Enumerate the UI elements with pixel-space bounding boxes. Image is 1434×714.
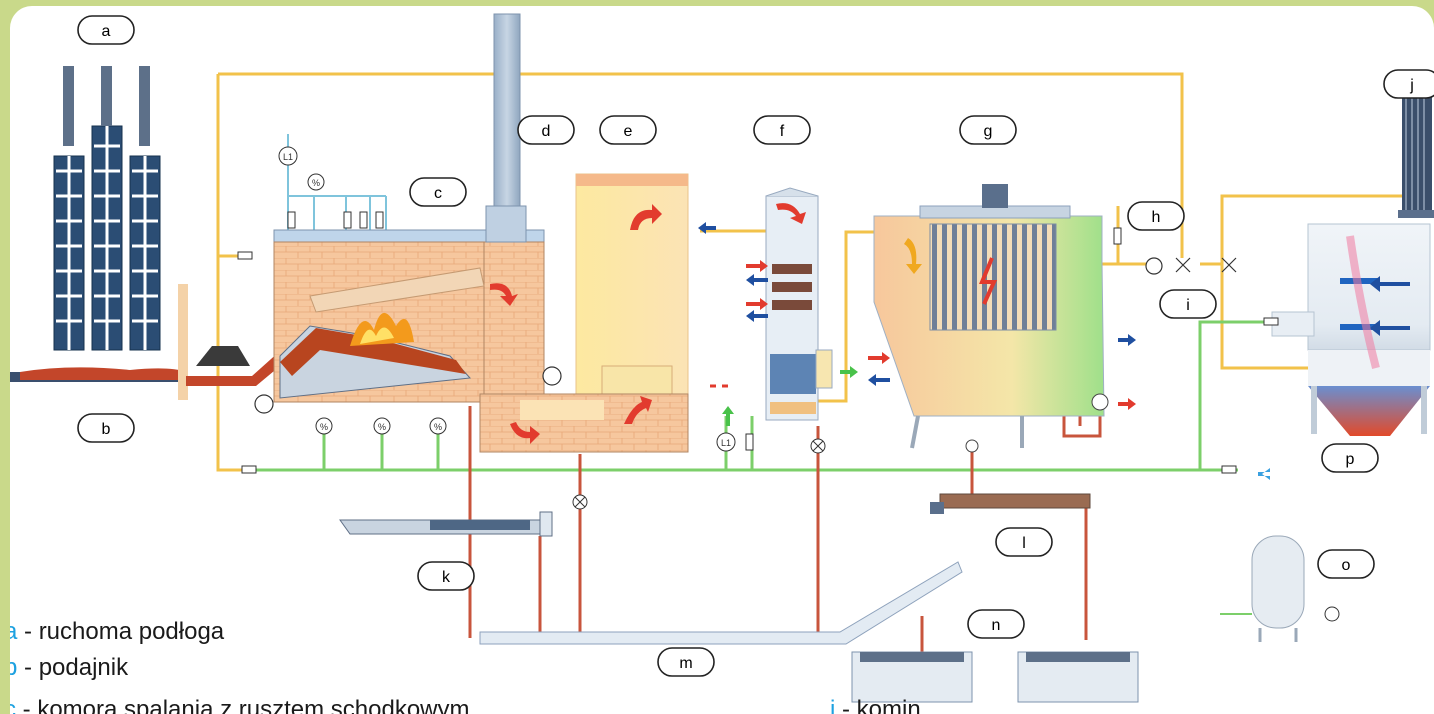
pressure-gauge-grate-2: % — [374, 418, 390, 434]
label-d: d — [518, 116, 574, 144]
label-b: b — [78, 414, 134, 442]
legend-item-a: a - ruchoma podłoga — [10, 618, 224, 646]
legend-item-b: b - podajnik — [10, 654, 128, 682]
legend-text: ruchoma podłoga — [39, 618, 224, 645]
label-f: f — [754, 116, 810, 144]
pressure-gauge-grate-3: % — [430, 418, 446, 434]
svg-text:f: f — [780, 123, 785, 140]
label-h: h — [1128, 202, 1184, 230]
pressure-gauge-grate-1: % — [316, 418, 332, 434]
legend-separator: - — [835, 696, 856, 714]
label-i: i — [1160, 290, 1216, 318]
svg-text:a: a — [102, 23, 111, 40]
svg-text:b: b — [102, 421, 111, 438]
pressure-gauge-top: % — [308, 174, 324, 190]
svg-text:n: n — [992, 617, 1001, 634]
legend-item-j: j - komin — [830, 696, 921, 714]
svg-text:k: k — [442, 569, 451, 586]
moving-floor-a — [54, 66, 160, 350]
svg-text:e: e — [624, 123, 633, 140]
svg-text:i: i — [1186, 297, 1190, 314]
legend-text: komin — [857, 696, 921, 714]
chimney-j — [1398, 96, 1434, 218]
label-p: p — [1322, 444, 1378, 472]
label-e: e — [600, 116, 656, 144]
svg-text:l: l — [1022, 535, 1026, 552]
legend-text: podajnik — [39, 654, 128, 681]
svg-text:%: % — [378, 422, 386, 432]
air-tank-o — [1220, 536, 1339, 642]
label-c: c — [410, 178, 466, 206]
level-gauge-economizer: L1 — [717, 433, 735, 451]
label-g: g — [960, 116, 1016, 144]
level-gauge-top: L1 — [279, 147, 297, 165]
conveyor-l — [930, 494, 1090, 514]
label-n: n — [968, 610, 1024, 638]
svg-text:p: p — [1346, 451, 1355, 468]
svg-text:%: % — [320, 422, 328, 432]
svg-text:%: % — [434, 422, 442, 432]
label-m: m — [658, 648, 714, 676]
label-l: l — [996, 528, 1052, 556]
label-k: k — [418, 562, 474, 590]
legend-text: komora spalania z rusztem schodkowym — [37, 696, 469, 714]
label-j: j — [1384, 70, 1434, 98]
label-o: o — [1318, 550, 1374, 578]
conveyor-k — [340, 512, 552, 536]
svg-text:d: d — [542, 123, 551, 140]
legend-separator: - — [17, 654, 38, 681]
boiler-plant-diagram: L1 L1 % % % % — [10, 6, 1434, 714]
economizer-f — [766, 188, 832, 420]
ash-containers-n — [852, 652, 1138, 702]
svg-text:c: c — [434, 185, 442, 202]
legend-separator: - — [17, 618, 38, 645]
svg-text:m: m — [679, 655, 692, 672]
svg-text:o: o — [1342, 557, 1351, 574]
svg-text:h: h — [1152, 209, 1161, 226]
legend-item-c: c - komora spalania z rusztem schodkowym — [10, 696, 470, 714]
diagram-panel: L1 L1 % % % % — [10, 6, 1434, 714]
svg-text:L1: L1 — [721, 438, 731, 448]
label-a: a — [78, 16, 134, 44]
filter-g — [874, 184, 1108, 452]
conveyor-m — [480, 562, 962, 644]
svg-text:L1: L1 — [283, 152, 293, 162]
control-lines — [288, 134, 386, 234]
svg-text:g: g — [984, 123, 993, 140]
legend-separator: - — [16, 696, 37, 714]
svg-text:j: j — [1409, 77, 1414, 94]
svg-text:%: % — [312, 178, 320, 188]
